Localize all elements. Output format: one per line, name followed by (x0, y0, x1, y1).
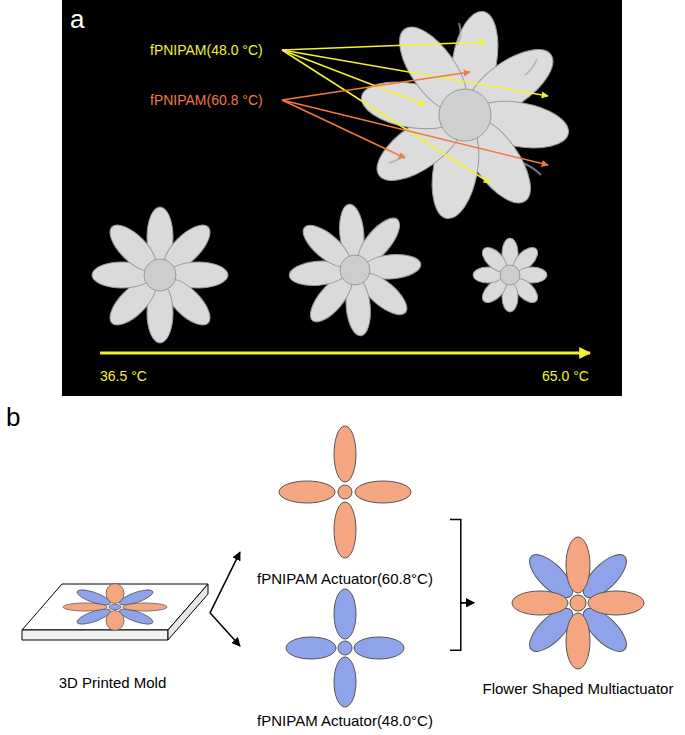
shrunk-flower-photo (473, 238, 547, 312)
orange-pointer (282, 72, 548, 165)
large-flower-photo (358, 8, 572, 222)
figure-node: 3D Printed Mold (15, 560, 210, 692)
node-caption: 3D Printed Mold (57, 674, 169, 692)
node-caption: fPNIPAM Actuator(60.8°C) (255, 570, 435, 588)
process-arrow (210, 613, 240, 646)
blue-actuator-flower (286, 589, 404, 707)
node-caption: fPNIPAM Actuator(48.0°C) (255, 712, 435, 730)
figure-node: fPNIPAM Actuator(48.0°C) (240, 590, 450, 730)
temperature-label: 36.5 °C (100, 368, 147, 384)
small-flower-photo (92, 207, 228, 343)
figure-node: Flower Shaped Multiactuator (474, 528, 682, 698)
mold-flower-cavity (63, 584, 167, 631)
multiactuator-flower (512, 537, 644, 669)
photo-panel (62, 0, 622, 396)
figure-node: fPNIPAM Actuator(60.8°C) (240, 425, 450, 588)
temperature-label: 65.0 °C (542, 368, 589, 384)
temperature-axis (100, 352, 590, 355)
material-label: fPNIPAM(60.8 °C) (150, 92, 263, 108)
panel-letter: a (70, 4, 84, 35)
panel-letter: b (6, 402, 20, 433)
process-arrow (450, 520, 474, 603)
small-flower-photo (288, 203, 422, 337)
orange-actuator-flower (279, 426, 411, 558)
process-arrow (450, 603, 474, 650)
process-arrow (210, 552, 240, 613)
yellow-pointer (282, 42, 548, 183)
node-caption: Flower Shaped Multiactuator (481, 680, 676, 698)
material-label: fPNIPAM(48.0 °C) (150, 42, 263, 58)
mold-slab (22, 584, 208, 640)
